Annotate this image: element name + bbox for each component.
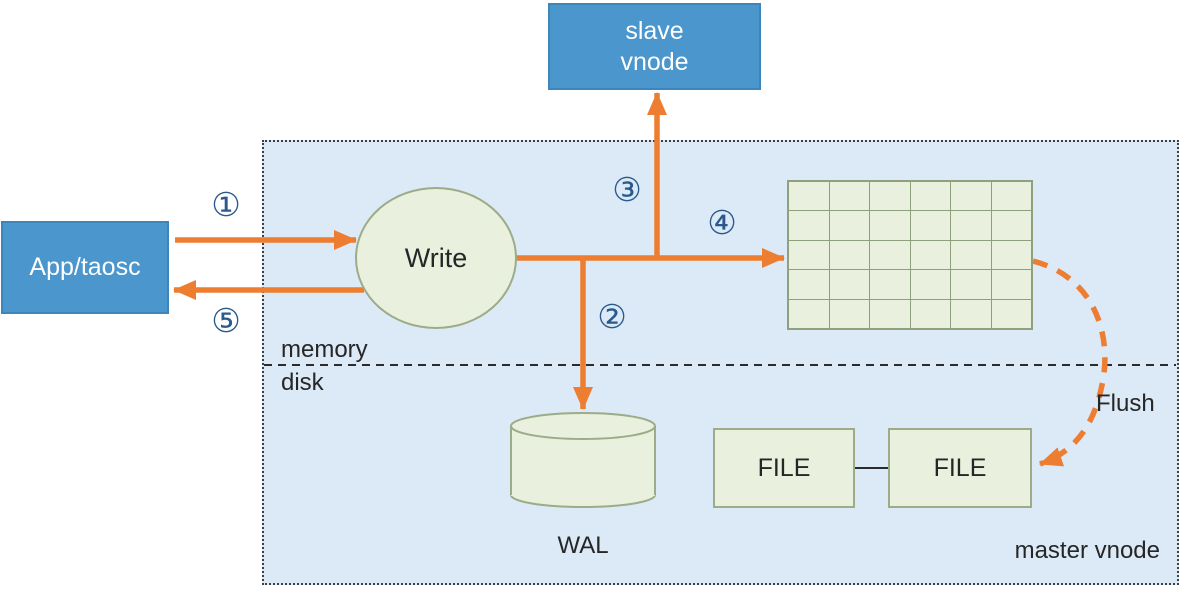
grid-cell (951, 240, 991, 270)
slave-vnode-node: slave vnode (548, 3, 761, 90)
grid-cell (789, 270, 829, 299)
file-box-right: FILE (888, 428, 1032, 508)
memtable-grid (787, 180, 1033, 330)
grid-cell (910, 211, 950, 240)
slave-vnode-label-line1: slave (625, 16, 684, 45)
grid-cell (991, 182, 1031, 211)
grid-cell (789, 182, 829, 211)
write-label: Write (404, 242, 468, 273)
wal-label: WAL (557, 532, 609, 559)
grid-cell (870, 211, 910, 240)
disk-label: disk (281, 369, 324, 396)
grid-cell (951, 211, 991, 240)
grid-cell (870, 270, 910, 299)
file-box-left: FILE (713, 428, 855, 508)
app-taosc-label: App/taosc (29, 253, 141, 281)
memory-label: memory (281, 336, 368, 363)
grid-cell (910, 182, 950, 211)
grid-cell (829, 182, 869, 211)
file-right-label: FILE (933, 453, 987, 482)
write-ellipse: Write (355, 187, 517, 329)
step-1-badge: ① (211, 185, 241, 224)
grid-cell (789, 211, 829, 240)
wal-cylinder (510, 412, 656, 508)
slave-vnode-label-line2: vnode (620, 47, 689, 76)
grid-cell (870, 299, 910, 328)
master-vnode-label: master vnode (1014, 537, 1160, 564)
grid-cell (910, 270, 950, 299)
flush-label: Flush (1096, 390, 1155, 417)
grid-cell (951, 182, 991, 211)
grid-cell (829, 240, 869, 270)
step-3-badge: ③ (612, 170, 642, 209)
grid-cell (951, 270, 991, 299)
step-5-badge: ⑤ (211, 301, 241, 340)
grid-cell (951, 299, 991, 328)
grid-cell (829, 211, 869, 240)
grid-cell (991, 270, 1031, 299)
grid-cell (910, 240, 950, 270)
file-left-label: FILE (757, 453, 811, 482)
grid-cell (870, 182, 910, 211)
grid-cell (829, 270, 869, 299)
step-4-badge: ④ (707, 203, 737, 242)
grid-cell (991, 240, 1031, 270)
grid-cell (789, 299, 829, 328)
grid-cell (991, 299, 1031, 328)
app-taosc-node: App/taosc (1, 221, 169, 314)
grid-cell (789, 240, 829, 270)
grid-cell (829, 299, 869, 328)
step-2-badge: ② (597, 297, 627, 336)
grid-cell (870, 240, 910, 270)
grid-cell (910, 299, 950, 328)
grid-cell (991, 211, 1031, 240)
